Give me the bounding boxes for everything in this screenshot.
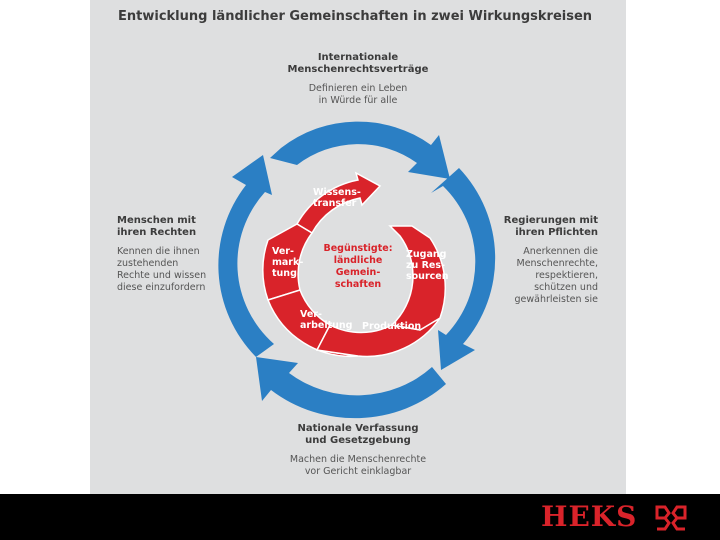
label-wissenstransfer: Wissens-transfer [313, 187, 361, 209]
label-produktion: Produktion [362, 321, 422, 332]
diagram-title: Entwicklung ländlicher Gemeinschaften in… [118, 9, 593, 24]
segment-zugang [388, 225, 447, 331]
segment-wissenstransfer [295, 171, 382, 235]
core-circle [311, 223, 405, 317]
cycle-diagram [218, 121, 496, 419]
inner-ring [262, 171, 447, 358]
segment-produktion [315, 317, 441, 358]
outer-arc-top [270, 121, 450, 179]
segment-verarbeitung [267, 289, 359, 358]
label-verarbeitung: Ver-arbeitung [300, 309, 353, 331]
footer-bar [0, 494, 720, 540]
outer-arc-bottom [256, 357, 446, 419]
brand-logo: HEKS [541, 500, 638, 533]
outer-arc-left [218, 155, 274, 357]
outer-arc-right [431, 168, 496, 370]
label-vermarktung: Ver-mark-tung [272, 246, 304, 279]
brand-mark-icon [655, 505, 687, 531]
outer-ring [218, 121, 496, 419]
